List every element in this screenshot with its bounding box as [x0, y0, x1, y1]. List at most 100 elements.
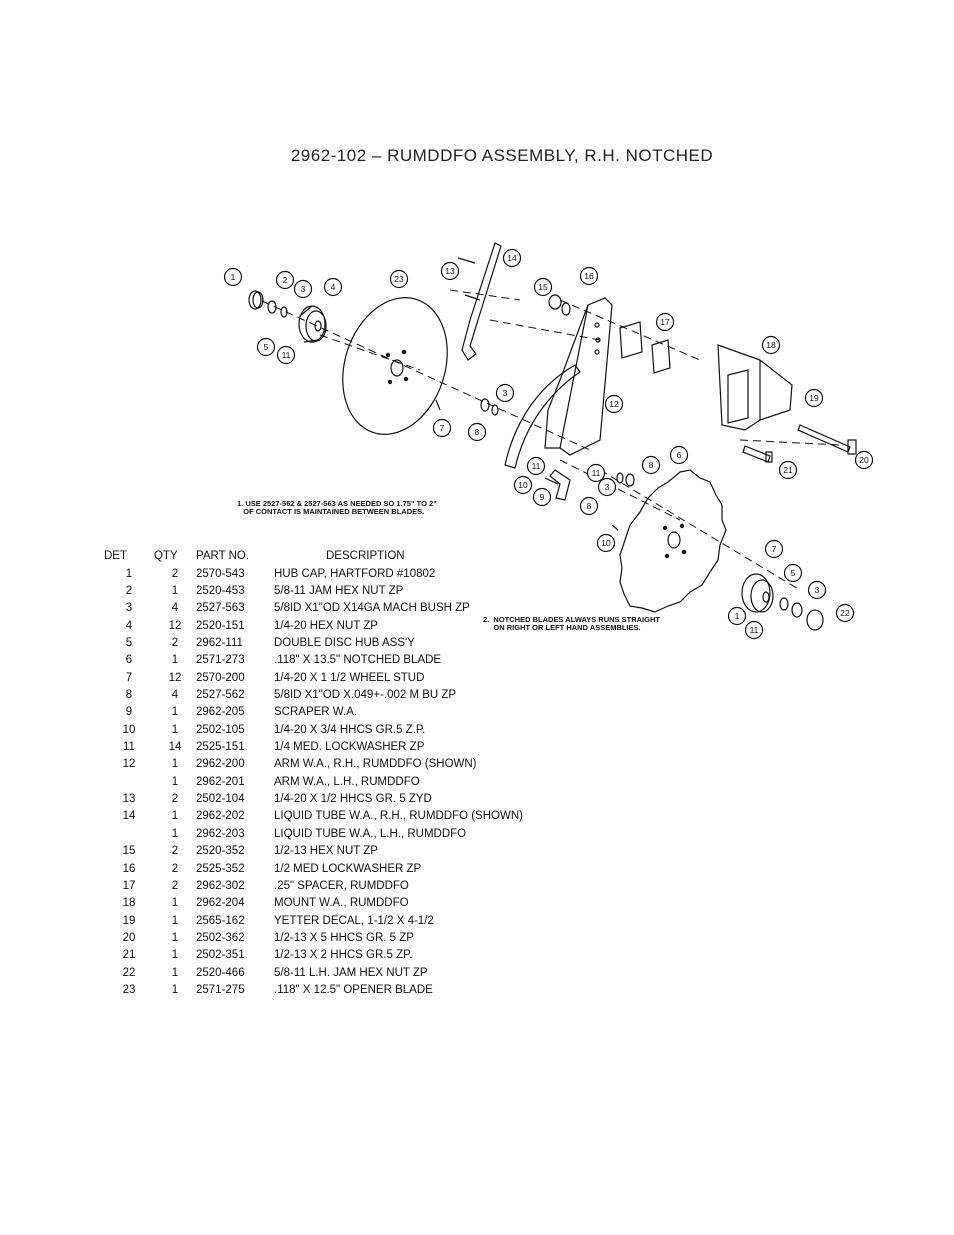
callout-bubble: 3 [293, 279, 313, 299]
cell-description: ARM W.A., L.H., RUMDDFO [274, 775, 420, 788]
cell-det: 23 [122, 983, 136, 996]
cell-description: 5/8-11 L.H. JAM HEX NUT ZP [274, 966, 428, 979]
callout-number: 8 [475, 427, 480, 437]
cell-part-no: 2962-205 [196, 706, 245, 719]
cell-description: .118" X 13.5" NOTCHED BLADE [274, 654, 442, 667]
callout-number: 8 [587, 501, 592, 511]
cell-qty: 2 [171, 845, 179, 858]
cell-part-no: 2502-362 [196, 931, 245, 944]
cell-description: 5/8ID X1"OD X14GA MACH BUSH ZP [274, 602, 470, 615]
callout-number: 5 [264, 342, 269, 352]
cell-description: SCRAPER W.A. [274, 706, 358, 719]
cell-part-no: 2570-543 [196, 567, 245, 580]
callout-number: 5 [791, 568, 796, 578]
cell-det: 11 [123, 741, 135, 754]
cell-part-no: 2962-302 [196, 879, 245, 892]
callout-number: 12 [609, 399, 619, 409]
callout-bubble: 7 [432, 418, 452, 438]
cell-det: 5 [125, 637, 133, 650]
cell-part-no: 2520-466 [196, 966, 245, 979]
cell-description: HUB CAP, HARTFORD #10802 [274, 567, 436, 580]
callout-number: 11 [750, 625, 759, 635]
notched-blade [619, 469, 727, 613]
callout-number: 3 [301, 284, 306, 294]
callout-number: 1 [735, 611, 740, 621]
cell-qty: 1 [171, 827, 179, 840]
callout-number: 2 [283, 275, 288, 285]
cell-det: 8 [125, 689, 133, 702]
cell-description: 1/4-20 X 1/2 HHCS GR. 5 ZYD [274, 793, 432, 806]
callout-number: 8 [649, 460, 654, 470]
callout-bubble: 9 [532, 487, 552, 507]
callout-bubble: 3 [495, 383, 515, 403]
cell-qty: 1 [171, 897, 179, 910]
callout-bubble: 1 [223, 267, 243, 287]
cell-qty: 12 [168, 619, 182, 632]
cell-description: 1/4-20 X 3/4 HHCS GR.5 Z.P. [274, 723, 426, 736]
callout-bubble: 10 [513, 475, 533, 495]
callout-bubble: 8 [641, 455, 661, 475]
cell-description: 1/4-20 HEX NUT ZP [274, 619, 378, 632]
callout-number: 3 [503, 388, 508, 398]
cell-description: 1/2 MED LOCKWASHER ZP [274, 862, 422, 875]
callout-bubble: 19 [804, 388, 824, 408]
cell-part-no: 2962-202 [196, 810, 245, 823]
callout-bubble: 1 [727, 606, 747, 626]
callout-bubble: 23 [389, 269, 409, 289]
cell-det [104, 825, 154, 842]
cell-qty: 1 [171, 949, 179, 962]
callout-bubble: 10 [596, 533, 616, 553]
cell-det: 3 [125, 602, 133, 615]
callout-bubble: 5 [783, 563, 803, 583]
callout-bubble: 16 [579, 266, 599, 286]
cell-part-no: 2565-162 [196, 914, 245, 927]
callout-number: 9 [540, 492, 545, 502]
cell-description: DOUBLE DISC HUB ASS'Y [274, 637, 415, 650]
cell-det: 20 [122, 931, 136, 944]
header-description: DESCRIPTION [326, 550, 405, 562]
cell-det: 22 [122, 966, 136, 979]
cell-part-no: 2962-201 [196, 775, 245, 788]
callout-bubble: 15 [533, 277, 553, 297]
cell-qty: 1 [171, 983, 179, 996]
cell-part-no: 2520-352 [196, 845, 245, 858]
cell-det: 9 [125, 706, 133, 719]
cell-qty: 2 [171, 637, 179, 650]
callout-bubble: 14 [502, 248, 522, 268]
callout-number: 7 [440, 423, 445, 433]
callout-bubble: 11 [526, 456, 546, 476]
callout-number: 21 [783, 465, 793, 475]
callout-number: 19 [809, 393, 819, 403]
cell-qty: 1 [171, 654, 179, 667]
cell-description: 1/2-13 X 2 HHCS GR.5 ZP. [274, 949, 413, 962]
callout-number: 20 [859, 455, 869, 465]
callout-bubble: 8 [579, 496, 599, 516]
cell-det: 7 [125, 671, 133, 684]
cell-description: YETTER DECAL, 1-1/2 X 4-1/2 [274, 914, 434, 927]
callout-number: 11 [592, 468, 601, 478]
callout-bubble: 17 [655, 312, 675, 332]
header-det: DET [104, 550, 127, 562]
cell-qty: 1 [171, 706, 179, 719]
callout-bubble: 18 [761, 335, 781, 355]
cell-det: 14 [122, 810, 136, 823]
callout-bubble: 11 [276, 345, 296, 365]
cell-description: .118" X 12.5" OPENER BLADE [274, 983, 433, 996]
opener-blade [342, 297, 448, 435]
cell-part-no: 2962-111 [196, 637, 243, 650]
cell-description: 1/2-13 HEX NUT ZP [274, 845, 378, 858]
cell-qty: 2 [171, 862, 179, 875]
callout-bubble: 3 [597, 477, 617, 497]
callout-bubble: 2 [275, 270, 295, 290]
